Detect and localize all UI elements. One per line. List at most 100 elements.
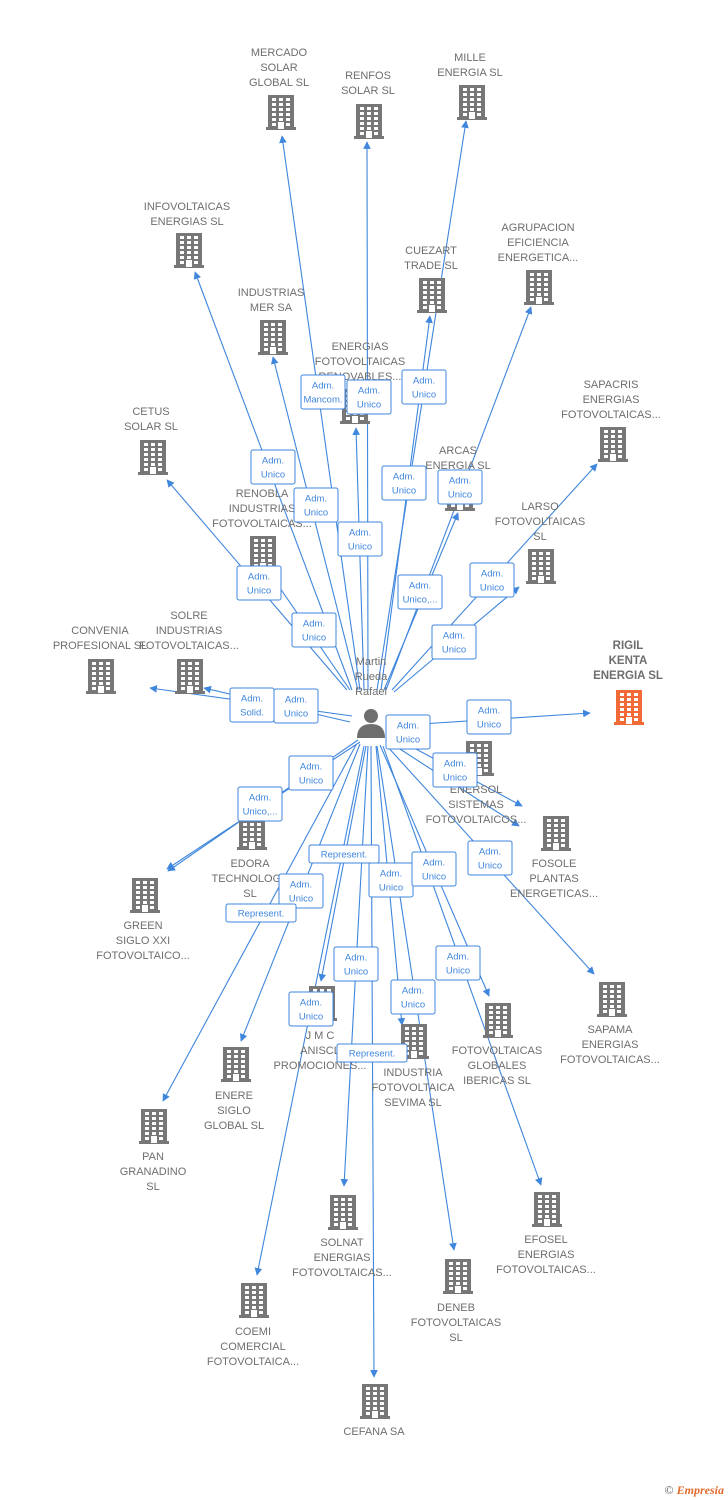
- company-name-line: SOLAR: [260, 62, 297, 74]
- company-node-efosel[interactable]: EFOSELENERGIASFOTOVOLTAICAS...: [496, 1192, 596, 1276]
- edge-label-badge[interactable]: Adm.Unico: [466, 699, 512, 735]
- company-name-line: PLANTAS: [529, 873, 578, 885]
- company-name-line: RIGIL: [613, 640, 644, 652]
- company-name-line: SOLNAT: [320, 1237, 363, 1249]
- edge-label-badge[interactable]: Adm.Unico: [236, 565, 282, 601]
- building-icon: [524, 270, 554, 305]
- edge-label-badge[interactable]: Adm.Unico: [291, 612, 337, 648]
- company-name-line: DENEB: [437, 1302, 475, 1314]
- edge-label-badge[interactable]: Adm.Unico: [368, 862, 414, 898]
- empresia-logo[interactable]: Empresia: [676, 1483, 724, 1497]
- company-node-cefana[interactable]: CEFANA SA: [343, 1384, 405, 1438]
- edge-label-text: Adm.: [349, 528, 371, 539]
- edge-label-text: Adm.: [402, 986, 424, 997]
- company-node-coemi[interactable]: COEMICOMERCIALFOTOVOLTAICA...: [207, 1283, 299, 1368]
- company-name-line: SOLAR SL: [124, 421, 178, 433]
- company-name-line: ENERGIA SL: [593, 670, 663, 682]
- company-node-cetus[interactable]: CETUS SOLAR SL: [124, 406, 178, 475]
- edge-label-badge[interactable]: Adm.Solid.: [229, 687, 275, 723]
- edge-label-badge[interactable]: Adm.Unico: [385, 714, 431, 750]
- company-name-line: INDUSTRIAS: [238, 287, 305, 299]
- edge-label-badge[interactable]: Adm. Unico: [333, 946, 379, 982]
- edge-label-text: Adm.: [443, 631, 465, 642]
- company-name-line: FOTOVOLTAICAS: [411, 1317, 501, 1329]
- company-node-rigil[interactable]: RIGIL KENTA ENERGIA SL: [593, 640, 663, 725]
- edge-label-text: Mancom.: [303, 395, 342, 406]
- edge-label-text: Unico: [289, 894, 313, 905]
- edge-layer: [149, 120, 598, 1378]
- edge-label-badge[interactable]: Adm.Unico: [346, 379, 392, 415]
- company-name-line: FOTOVOLTAICAS...: [561, 409, 661, 421]
- edge-label-badge[interactable]: Adm.Unico,...: [237, 786, 283, 822]
- edge-label-badge[interactable]: Adm.Unico: [293, 487, 339, 523]
- edge-label-badge[interactable]: Adm.Unico: [288, 991, 334, 1027]
- edge-label-badge[interactable]: Adm.Unico: [337, 521, 383, 557]
- company-name-line: COMERCIAL: [220, 1341, 285, 1353]
- company-name-line: FOTOVOLTAICAS: [452, 1045, 542, 1057]
- edge-label-text: Unico: [344, 967, 368, 978]
- edge-label-text: Adm.: [345, 953, 367, 964]
- edge-label-badge[interactable]: Adm.Unico: [432, 752, 478, 788]
- edge-label-text: Adm.: [449, 476, 471, 487]
- edge-label-badge[interactable]: Adm.Unico: [467, 840, 513, 876]
- company-name-line: PROMOCIONES...: [274, 1060, 367, 1072]
- company-name-line: PAN: [142, 1151, 164, 1163]
- edge-label-badge[interactable]: Adm.Unico: [273, 688, 319, 724]
- edge-label-text: Unico: [442, 645, 466, 656]
- company-name-line: FOTOVOLTAICAS...: [560, 1054, 660, 1066]
- company-node-sapama[interactable]: SAPAMAENERGIASFOTOVOLTAICAS...: [560, 982, 660, 1066]
- company-name-line: SEVIMA SL: [384, 1097, 441, 1109]
- edge-label-badge[interactable]: Adm.Unico: [411, 851, 457, 887]
- company-name-line: CETUS: [132, 406, 169, 418]
- building-icon: [360, 1384, 390, 1419]
- edge-label-badge[interactable]: Adm.Mancom.: [300, 374, 346, 410]
- edge-label-text: Adm.: [478, 706, 500, 717]
- edge-label-badge[interactable]: Represent.: [336, 1043, 408, 1063]
- edge-label-badge[interactable]: Adm.Unico,...: [397, 574, 443, 610]
- edge-label-text: Unico: [446, 966, 470, 977]
- company-name-line: ENERGIAS: [332, 341, 389, 353]
- edge-label-badge[interactable]: Adm. Unico: [431, 624, 477, 660]
- company-node-sapacris[interactable]: SAPACRISENERGIASFOTOVOLTAICAS...: [561, 379, 661, 462]
- edge-label-text: Unico: [299, 1012, 323, 1023]
- company-name-line: ANISCL: [300, 1045, 340, 1057]
- edge-label-text: Represent.: [321, 850, 367, 861]
- edge-label-badge[interactable]: Represent.: [225, 903, 297, 923]
- edge-label-badge[interactable]: Adm.Unico: [288, 755, 334, 791]
- edge-label-badge[interactable]: Adm.Unico: [435, 945, 481, 981]
- company-node-solre[interactable]: SOLREINDUSTRIASFOTOVOLTAICAS...: [139, 610, 239, 694]
- edge-label-badge[interactable]: Adm.Unico: [401, 369, 447, 405]
- edge-label-badge[interactable]: Adm.Unico: [250, 449, 296, 485]
- edge-label-badge[interactable]: Adm.Unico: [437, 469, 483, 505]
- edge-label-badge[interactable]: Adm.Unico: [381, 465, 427, 501]
- company-node-solnat[interactable]: SOLNATENERGIASFOTOVOLTAICAS...: [292, 1195, 392, 1279]
- company-name-line: ENERGIA SL: [437, 67, 502, 79]
- company-name-line: ENERE: [215, 1090, 253, 1102]
- building-icon: [266, 95, 296, 130]
- company-node-fosole[interactable]: FOSOLEPLANTASENERGETICAS...: [510, 816, 598, 900]
- edge-label-badge[interactable]: Adm.Unico: [469, 562, 515, 598]
- company-node-agrupacion[interactable]: AGRUPACIONEFICIENCIAENERGETICA...: [498, 222, 579, 305]
- company-node-renobla[interactable]: RENOBLAINDUSTRIASFOTOVOLTAICAS...: [212, 488, 312, 571]
- company-name-line: KENTA: [609, 655, 648, 667]
- edge-label-badge[interactable]: Adm.Unico: [390, 979, 436, 1015]
- edge-label-badge[interactable]: Adm.Unico: [278, 873, 324, 909]
- edge-label-badge[interactable]: Represent.: [308, 844, 380, 864]
